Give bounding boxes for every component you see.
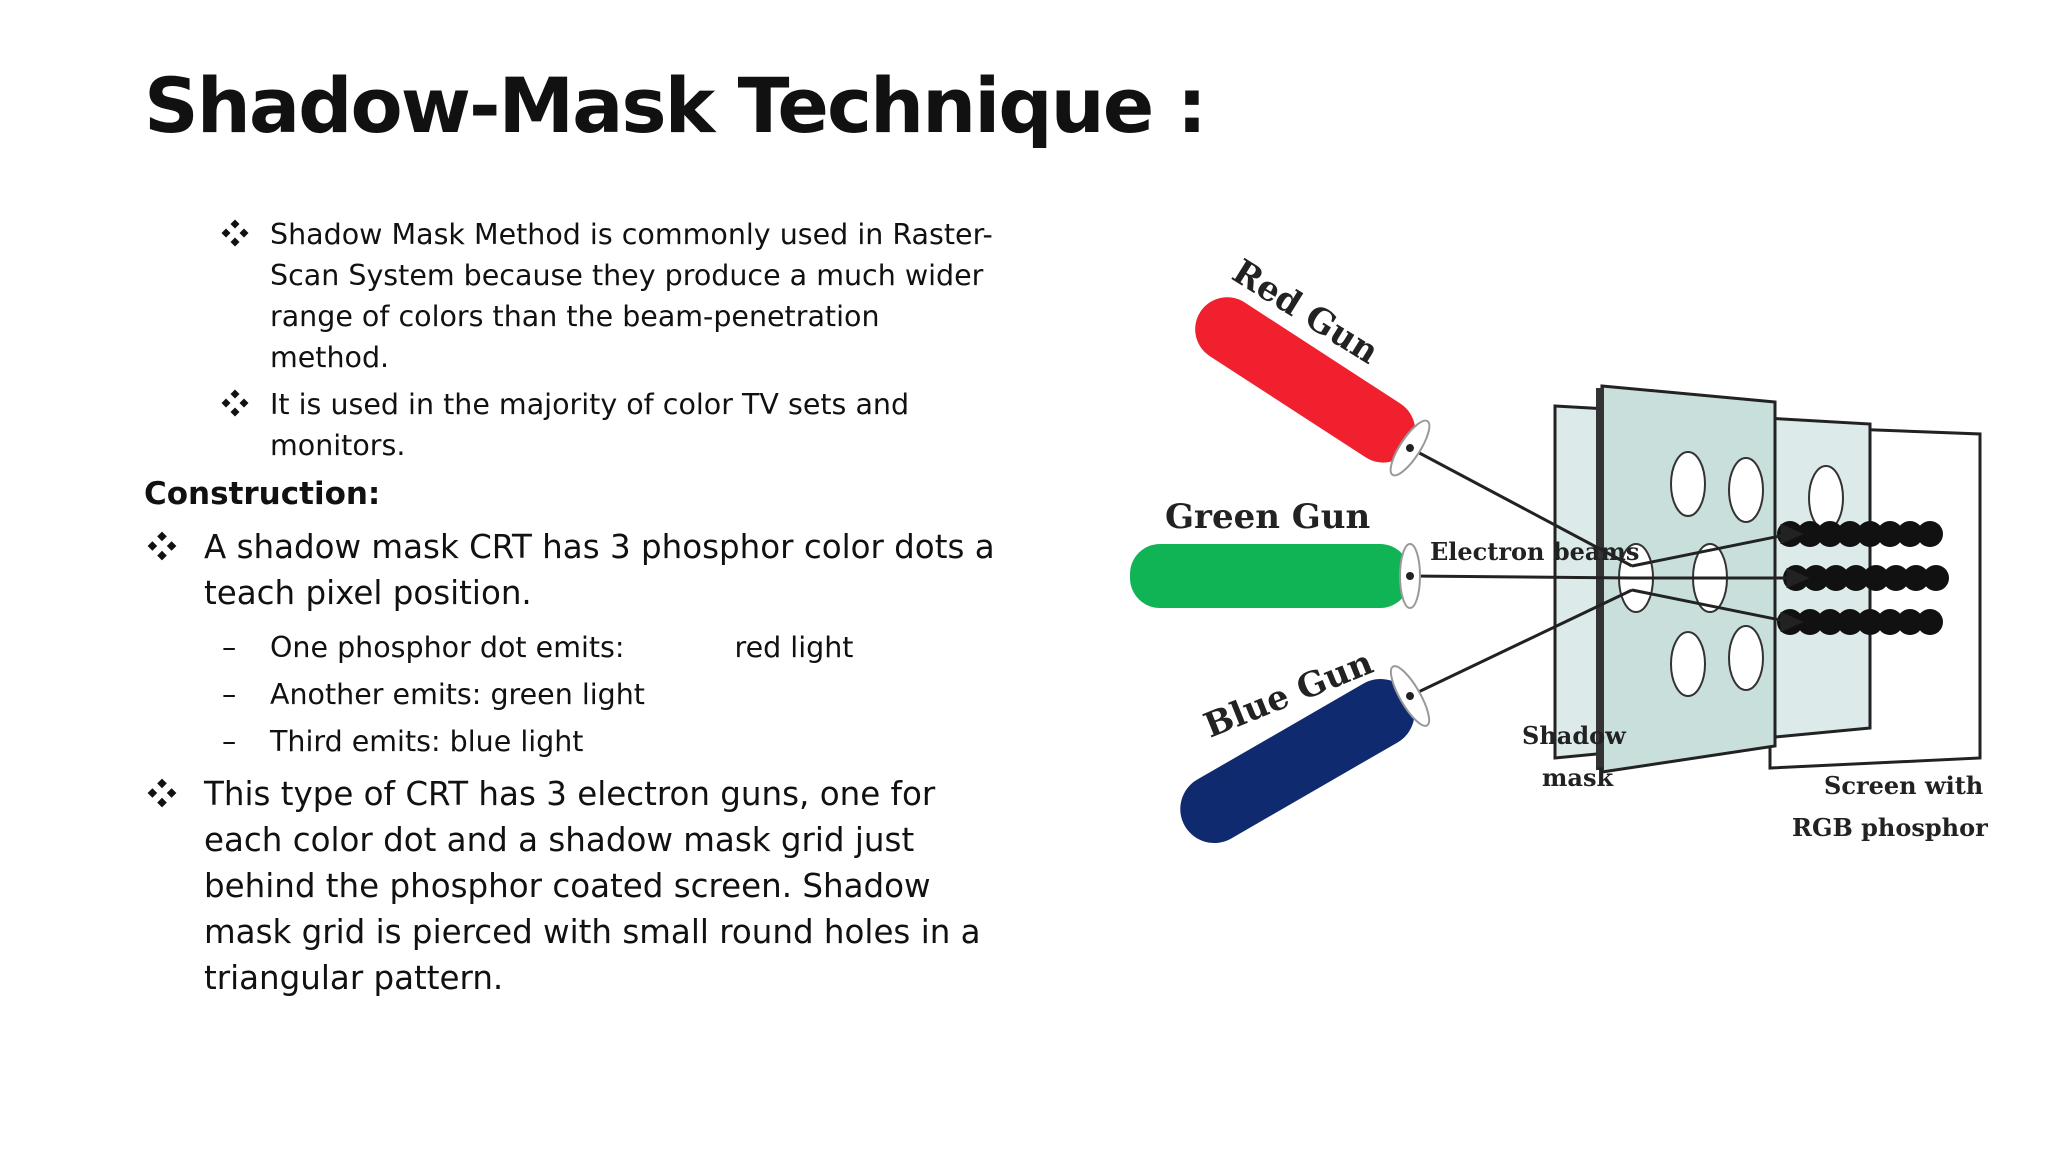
diamond-bullet-icon (147, 531, 177, 561)
mask-hole (1670, 451, 1706, 517)
list-item: – One phosphor dot emits: red light (222, 624, 1004, 671)
mask-hole (1728, 457, 1764, 523)
list-item-label: One phosphor dot emits: (270, 631, 625, 664)
list-item: – Another emits: green light (222, 671, 1004, 718)
slide-title: Shadow-Mask Technique : (144, 61, 1207, 150)
electron-beams-label: Electron beams (1430, 537, 1639, 566)
shadow-mask-label-line1: Shadow (1522, 721, 1627, 750)
green-gun-label: Green Gun (1165, 497, 1370, 537)
screen-label-line1: Screen with (1824, 771, 1983, 800)
list-item-value: red light (734, 631, 854, 664)
diamond-bullet-icon (221, 389, 249, 417)
construction-bullet-text: A shadow mask CRT has 3 phosphor color d… (204, 528, 995, 612)
mask-hole (1808, 465, 1844, 531)
green-gun (1130, 543, 1421, 609)
red-gun (1195, 297, 1431, 477)
list-item-label: Another emits: green light (270, 678, 645, 711)
list-item-label: Third emits: blue light (270, 725, 584, 758)
phosphor-dot-list: – One phosphor dot emits: red light – Ano… (144, 624, 1004, 765)
shadow-mask-label-line2: mask (1542, 763, 1614, 792)
construction-bullet: A shadow mask CRT has 3 phosphor color d… (147, 524, 1004, 616)
shadow-mask-diagram: Red Gun Green Gun Blue Gun Electron beam… (1130, 252, 1990, 843)
dash-bullet-icon: – (222, 725, 237, 758)
construction-heading: Construction: (144, 476, 381, 512)
intro-bullet: Shadow Mask Method is commonly used in R… (221, 214, 1004, 378)
intro-bullet-text: Shadow Mask Method is commonly used in R… (270, 218, 993, 374)
construction-bullet-text: This type of CRT has 3 electron guns, on… (204, 775, 981, 997)
electron-beams (1409, 446, 1810, 698)
list-item: – Third emits: blue light (222, 718, 1004, 765)
blue-gun (1180, 665, 1431, 843)
diamond-bullet-icon (221, 219, 249, 247)
slide-content: Shadow Mask Method is commonly used in R… (144, 214, 1004, 1009)
screen-label-line2: RGB phosphor dots (1792, 813, 1990, 842)
mask-hole (1670, 631, 1706, 697)
intro-bullet-text: It is used in the majority of color TV s… (270, 388, 910, 462)
intro-bullet: It is used in the majority of color TV s… (221, 384, 1004, 466)
dash-bullet-icon: – (222, 678, 237, 711)
diamond-bullet-icon (147, 778, 177, 808)
dash-bullet-icon: – (222, 631, 237, 664)
construction-bullet: This type of CRT has 3 electron guns, on… (147, 771, 1004, 1001)
mask-hole (1728, 625, 1764, 691)
